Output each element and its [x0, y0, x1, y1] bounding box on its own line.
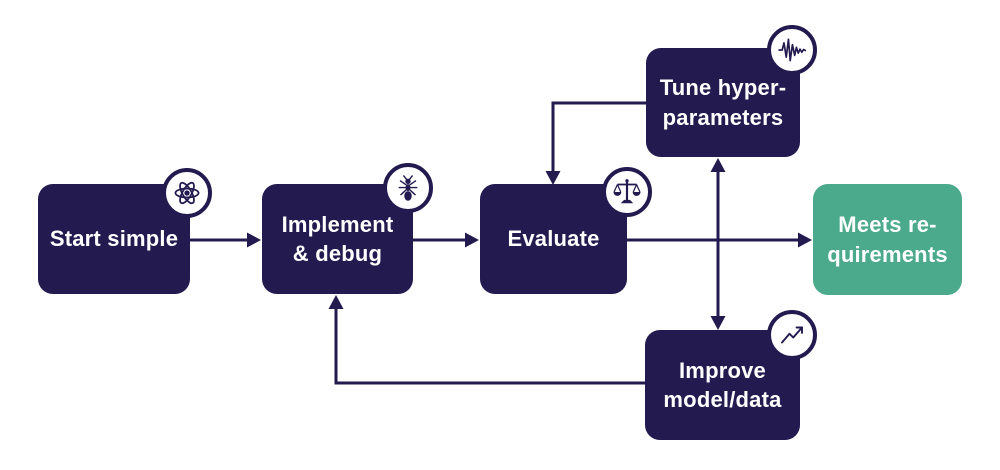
node-evaluate: Evaluate: [480, 184, 627, 294]
node-meets-requirements: Meets re- quirements: [813, 184, 962, 295]
scales-icon: [602, 167, 652, 217]
ant-icon: [383, 163, 433, 213]
waveform-icon: [767, 25, 817, 75]
node-start-simple: Start simple: [38, 184, 190, 294]
atom-icon: [162, 168, 212, 218]
trend-up-icon: [767, 310, 817, 360]
